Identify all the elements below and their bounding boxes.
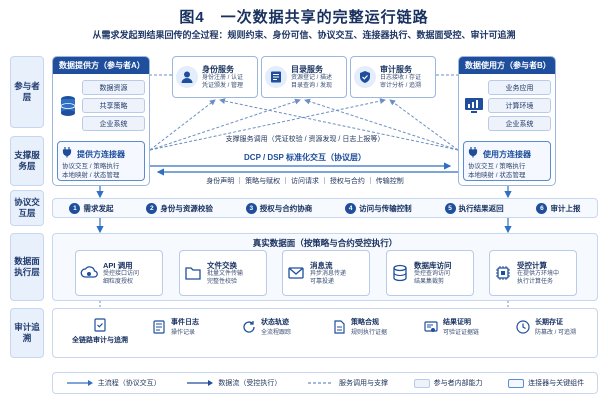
directory-service-desc: 资源登记 / 描述 [291, 74, 333, 81]
provider-item: 企业系统 [82, 116, 145, 131]
provider-item: 数据资源 [82, 80, 145, 95]
directory-service: 目录服务 资源登记 / 描述 目录查询 / 发现 [261, 56, 347, 98]
directory-service-desc: 目录查询 / 发现 [291, 82, 333, 89]
directory-service-title: 目录服务 [291, 64, 323, 74]
audit-item-full-chain: 全链路审计与追溯 [63, 317, 137, 345]
consumer-item: 业务应用 [488, 80, 551, 95]
data-plane-title: 真实数据面（按策略与合约受控执行） [252, 238, 398, 248]
provider-panel: 数据提供方（参与者A） 数据资源 共享策略 企业系统 提供方连接器 协议交互 /… [52, 56, 150, 186]
plane-card-message: 消息流 异步消息传递 可靠投递 [282, 250, 370, 296]
api-gear-icon [79, 263, 99, 283]
protocol-title: DCP / DSP 标准化交互（协议层） [244, 153, 366, 162]
provider-title: 数据提供方（参与者A） [53, 57, 149, 74]
consumer-connector-desc: 协议交互 / 策略执行 [468, 163, 526, 170]
directory-icon [265, 66, 287, 88]
layer-protocol: 协议交互层 [10, 190, 44, 226]
chip-icon [493, 263, 513, 283]
user-icon [176, 66, 198, 88]
clock-icon [515, 319, 531, 335]
audit-item-state-trace: 状态轨迹全流程跟踪 [241, 317, 291, 336]
audit-service-desc: 日志接收 / 存证 [380, 74, 422, 81]
plane-card-api: API 调用 受控接口访问 细粒度授权 [75, 250, 163, 296]
legend-connector: 连接器与关键组件 [508, 378, 584, 388]
legend-main-flow: 主流程（协议交互） [66, 378, 161, 388]
identity-service-desc: 身份注册 / 认证 [202, 74, 244, 81]
identity-service-title: 身份服务 [202, 64, 234, 74]
audit-shield-icon [354, 66, 376, 88]
audit-service-desc: 审计分析 / 追溯 [380, 82, 422, 89]
audit-service: 审计服务 日志接收 / 存证 审计分析 / 追溯 [350, 56, 436, 98]
refresh-icon [241, 319, 257, 335]
legend: 主流程（协议交互） 数据流（受控执行） 服务调用与支撑 参与者内部能力 连接器与… [52, 372, 598, 394]
document-icon [331, 319, 347, 335]
plane-card-compute: 受控计算 在提供方环境中 执行计算任务 [489, 250, 577, 296]
audit-service-title: 审计服务 [380, 64, 412, 74]
layer-support: 支撑服务层 [10, 136, 44, 186]
plane-card-file: 文件交换 批量文件传输 完整性校验 [179, 250, 267, 296]
diagram-subtitle: 从需求发起到结果回传的全过程：规则约束、身份可信、协议交互、连接器执行、数据面受… [92, 30, 516, 40]
diagram-title: 图4 一次数据共享的完整运行链路 [179, 9, 429, 26]
consumer-connector-desc: 本地映射 / 状态管理 [468, 171, 526, 179]
plane-card-database: 数据库访问 受控查询访问 结果集裁剪 [386, 250, 474, 296]
consumer-item: 计算环境 [488, 98, 551, 113]
consumer-connector-title: 使用方连接器 [483, 149, 531, 159]
legend-internal: 参与者内部能力 [413, 378, 483, 388]
audit-item-result-proof: 结果证明可验证证据链 [423, 317, 479, 336]
data-plane: 真实数据面（按策略与合约受控执行） API 调用 受控接口访问 细粒度授权 文件… [52, 233, 598, 301]
layer-data-plane: 数据面执行层 [10, 233, 44, 301]
monitor-chart-icon [463, 77, 485, 134]
certificate-icon [423, 319, 439, 335]
consumer-connector: 使用方连接器 协议交互 / 策略执行 本地映射 / 状态管理 [463, 141, 551, 181]
database-icon [57, 77, 79, 134]
protocol-items: 身份声明 ｜ 策略与赋权 ｜ 访问请求 ｜ 授权与合约 ｜ 传输控制 [206, 178, 404, 185]
audit-item-long-term-storage: 长期存证防篡改 / 可追溯 [515, 317, 576, 336]
service-call-text: 支撑服务调用（凭证校验 / 资源发现 / 日志上报等） [225, 136, 385, 143]
provider-item: 共享策略 [82, 98, 145, 113]
consumer-title: 数据使用方（参与者B） [459, 57, 555, 74]
database-icon [390, 263, 410, 283]
log-icon [151, 319, 167, 335]
layer-audit: 审计追溯 [10, 308, 44, 358]
plug-icon [62, 145, 74, 163]
folder-icon [183, 263, 203, 283]
message-icon [286, 263, 306, 283]
plug-icon [468, 145, 480, 163]
layer-participants: 参与者层 [10, 56, 44, 128]
clipboard-check-icon [92, 317, 108, 333]
consumer-item: 企业系统 [488, 116, 551, 131]
provider-connector-desc: 本地映射 / 状态管理 [62, 171, 120, 179]
provider-connector-desc: 协议交互 / 策略执行 [62, 163, 120, 170]
identity-service-desc: 凭证颁发 / 管理 [202, 82, 244, 89]
provider-connector: 提供方连接器 协议交互 / 策略执行 本地映射 / 状态管理 [57, 141, 145, 181]
provider-connector-title: 提供方连接器 [77, 149, 125, 159]
audit-row: 全链路审计与追溯 事件日志操作记录 状态轨迹全流程跟踪 策略合规规则执行证据 结… [52, 308, 598, 358]
identity-service: 身份服务 身份注册 / 认证 凭证颁发 / 管理 [172, 56, 258, 98]
consumer-panel: 数据使用方（参与者B） 业务应用 计算环境 企业系统 使用方连接器 协议交互 /… [458, 56, 556, 186]
legend-service-flow: 服务调用与支撑 [307, 380, 388, 387]
legend-data-flow: 数据流（受控执行） [186, 378, 281, 388]
audit-item-policy-compliance: 策略合规规则执行证据 [331, 317, 387, 336]
audit-item-event-log: 事件日志操作记录 [151, 317, 199, 336]
